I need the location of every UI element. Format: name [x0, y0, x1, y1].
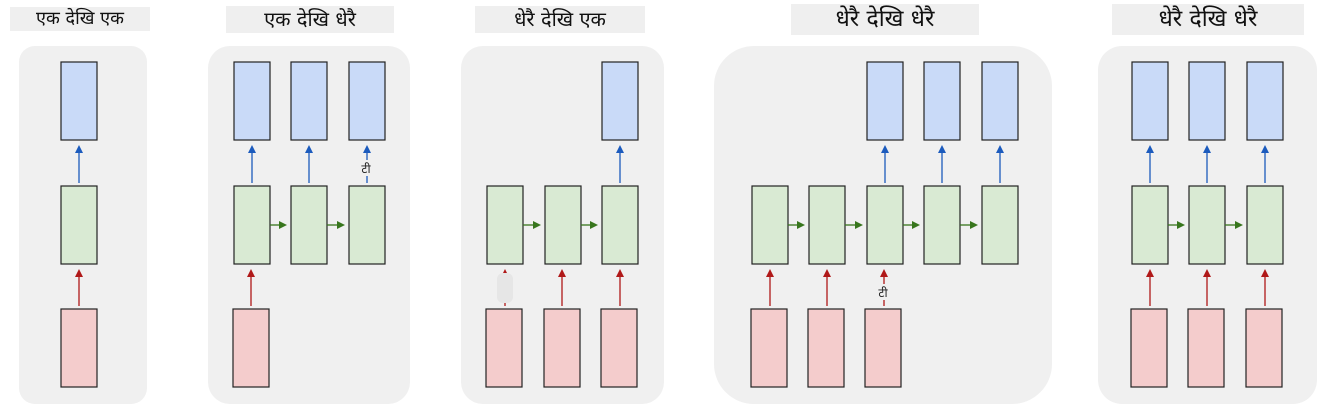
input-box: [750, 308, 788, 388]
input-box: [1245, 308, 1283, 388]
panel-title-one-to-many: एक देखि धेरै: [226, 6, 394, 33]
input-box: [807, 308, 845, 388]
panel-many-to-one: [461, 46, 664, 404]
output-box: [866, 61, 904, 141]
hidden-box: [866, 185, 904, 265]
output-box: [981, 61, 1019, 141]
label-backdrop: [874, 284, 894, 300]
output-box: [233, 61, 271, 141]
hidden-box: [233, 185, 271, 265]
hidden-box: [1188, 185, 1226, 265]
hidden-box: [1246, 185, 1284, 265]
label-backdrop: [357, 160, 375, 176]
hidden-box: [290, 185, 328, 265]
output-box: [1188, 61, 1226, 141]
output-box: [60, 61, 98, 141]
input-box: [1187, 308, 1225, 388]
input-box: [600, 308, 638, 388]
panel-one-to-one: [19, 46, 147, 404]
input-box: [232, 308, 270, 388]
output-box: [601, 61, 639, 141]
input-box: [864, 308, 902, 388]
input-box: [485, 308, 523, 388]
output-box: [290, 61, 328, 141]
output-box: [1246, 61, 1284, 141]
output-box: [923, 61, 961, 141]
panel-one-to-many: टी: [208, 46, 410, 404]
hidden-box: [601, 185, 639, 265]
hidden-box: [60, 185, 98, 265]
hidden-box: [923, 185, 961, 265]
smudge-mark: [497, 273, 513, 303]
hidden-box: [486, 185, 524, 265]
hidden-box: [751, 185, 789, 265]
hidden-box: [981, 185, 1019, 265]
hidden-box: [1131, 185, 1169, 265]
panel-title-many-to-many-synced: धेरै देखि धेरै: [1112, 4, 1304, 35]
t-label: टी: [878, 286, 888, 300]
t-label: टी: [361, 162, 371, 176]
input-box: [60, 308, 98, 388]
hidden-box: [808, 185, 846, 265]
panel-title-one-to-one: एक देखि एक: [10, 7, 150, 31]
output-box: [348, 61, 386, 141]
hidden-box: [544, 185, 582, 265]
panel-many-to-many-synced: [1098, 46, 1317, 404]
panel-title-many-to-one: धेरै देखि एक: [475, 6, 645, 33]
output-box: [1131, 61, 1169, 141]
panel-title-many-to-many-delayed: धेरै देखि धेरै: [791, 4, 979, 35]
input-box: [1130, 308, 1168, 388]
panel-many-to-many-delayed: टी: [714, 46, 1052, 404]
input-box: [543, 308, 581, 388]
hidden-box: [348, 185, 386, 265]
